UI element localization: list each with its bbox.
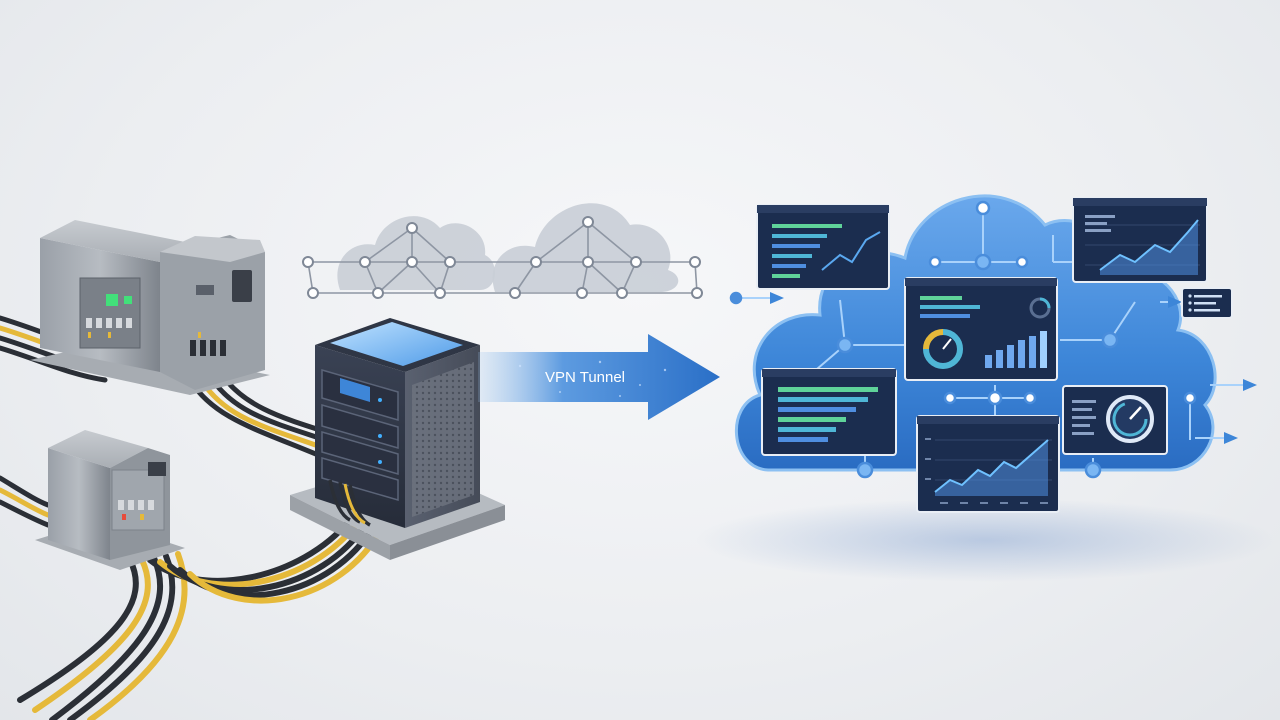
- vpn-tunnel-arrow[interactable]: VPN Tunnel: [478, 334, 720, 420]
- bar-chart-icon: [778, 387, 878, 442]
- network-node-icon: [509, 287, 521, 299]
- network-node-icon: [729, 291, 743, 305]
- network-node-icon: [616, 287, 628, 299]
- gauge-icon: [923, 329, 963, 369]
- network-node-icon: [630, 256, 642, 268]
- dashboard-panel-gauge-list[interactable]: [1062, 385, 1168, 455]
- bar-chart-icon: [772, 224, 842, 278]
- arrow-right-icon: [1224, 432, 1238, 444]
- network-node-icon: [974, 253, 992, 271]
- line-chart-icon: [1100, 220, 1198, 275]
- network-node-icon: [406, 256, 418, 268]
- arrow-right-icon: [478, 334, 720, 420]
- network-node-icon: [1183, 391, 1197, 405]
- industrial-equipment-top: [30, 220, 270, 395]
- network-node-icon: [975, 200, 991, 216]
- dashboard-panel-horizontal-bars[interactable]: [761, 368, 897, 456]
- line-chart-icon: [821, 231, 881, 271]
- arrow-right-icon: [1243, 379, 1257, 391]
- network-node-icon: [689, 256, 701, 268]
- gauge-icon: [1106, 395, 1154, 443]
- network-node-icon: [434, 287, 446, 299]
- network-node-icon: [928, 255, 942, 269]
- dashboard-panel-gauge-bars[interactable]: [904, 277, 1058, 381]
- cable-bundles: [0, 315, 385, 720]
- arrow-right-icon: [1168, 296, 1182, 308]
- network-node-icon: [856, 461, 874, 479]
- network-node-icon: [582, 216, 594, 228]
- network-node-icon: [372, 287, 384, 299]
- list-icon: [1188, 294, 1222, 312]
- network-node-icon: [307, 287, 319, 299]
- dashboard-panel-area-chart[interactable]: [1072, 197, 1208, 283]
- vpn-tunnel-label: VPN Tunnel: [545, 369, 625, 386]
- status-led-green: [106, 294, 118, 306]
- dashboard-panel-bars-line[interactable]: [756, 204, 890, 290]
- network-node-icon: [1084, 461, 1102, 479]
- industrial-equipment-bottom: [35, 430, 185, 570]
- dashboard-panel-list-small[interactable]: [1181, 287, 1233, 319]
- network-node-icon: [576, 287, 588, 299]
- network-node-icon: [1101, 331, 1119, 349]
- network-node-icon: [1015, 255, 1029, 269]
- bar-chart-icon: [985, 331, 1047, 368]
- network-node-icon: [582, 256, 594, 268]
- internet-clouds: [302, 203, 703, 299]
- dashboard-panel-bottom-area-chart[interactable]: [916, 415, 1060, 513]
- network-node-icon: [359, 256, 371, 268]
- cloud-shadow: [695, 498, 1275, 582]
- network-node-icon: [302, 256, 314, 268]
- network-node-icon: [943, 391, 957, 405]
- rack-display: [340, 378, 370, 402]
- arrow-right-icon: [770, 292, 784, 304]
- network-node-icon: [406, 222, 418, 234]
- list-icon: [1072, 400, 1096, 435]
- network-node-icon: [691, 287, 703, 299]
- line-chart-icon: [935, 440, 1048, 496]
- rack-top-panel: [330, 322, 463, 366]
- server-rack: [290, 318, 505, 560]
- network-node-icon: [836, 336, 854, 354]
- network-node-icon: [530, 256, 542, 268]
- network-node-icon: [1023, 391, 1037, 405]
- network-node-icon: [987, 390, 1003, 406]
- network-node-icon: [444, 256, 456, 268]
